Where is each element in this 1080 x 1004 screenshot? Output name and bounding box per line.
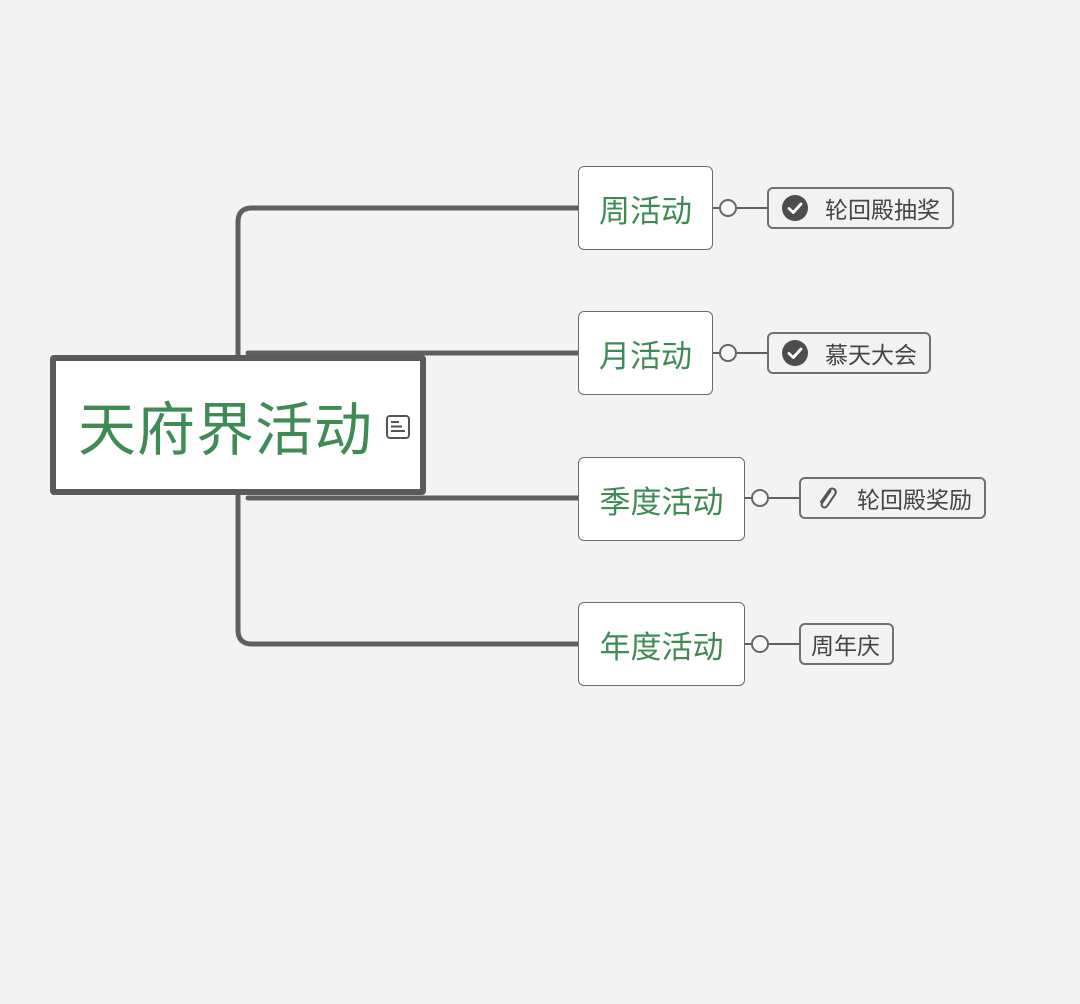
collapse-toggle[interactable] <box>719 199 737 217</box>
branch-topic-label: 年度活动 <box>599 629 724 666</box>
branch-topic-label: 月活动 <box>599 338 692 375</box>
branch-topic-monthly[interactable]: 月活动 <box>578 311 713 395</box>
branch-topic-annual[interactable]: 年度活动 <box>578 602 745 686</box>
subtopic-label: 轮回殿抽奖 <box>825 198 940 224</box>
paperclip-icon <box>813 484 841 512</box>
subtopic-quarterly[interactable]: 轮回殿奖励 <box>799 477 986 519</box>
subtopic-label: 周年庆 <box>811 634 880 660</box>
subtopic-weekly[interactable]: 轮回殿抽奖 <box>767 187 954 229</box>
subtopic-label: 慕天大会 <box>825 343 917 369</box>
branch-topic-label: 周活动 <box>599 193 692 230</box>
branch-topic-label: 季度活动 <box>599 484 724 521</box>
check-circle-icon <box>781 194 809 222</box>
subtopic-monthly[interactable]: 慕天大会 <box>767 332 931 374</box>
collapse-toggle[interactable] <box>719 344 737 362</box>
root-topic[interactable]: 天府界活动 <box>50 355 426 495</box>
connector-root-branch-4 <box>235 493 581 647</box>
collapse-toggle[interactable] <box>751 489 769 507</box>
connector-root-branch-1 <box>235 205 581 359</box>
branch-topic-quarterly[interactable]: 季度活动 <box>578 457 745 541</box>
subtopic-annual[interactable]: 周年庆 <box>799 623 894 665</box>
check-circle-icon <box>781 339 809 367</box>
collapse-toggle[interactable] <box>751 635 769 653</box>
note-icon[interactable] <box>385 414 411 440</box>
subtopic-label: 轮回殿奖励 <box>857 488 972 514</box>
root-topic-label: 天府界活动 <box>78 396 374 464</box>
branch-topic-weekly[interactable]: 周活动 <box>578 166 713 250</box>
